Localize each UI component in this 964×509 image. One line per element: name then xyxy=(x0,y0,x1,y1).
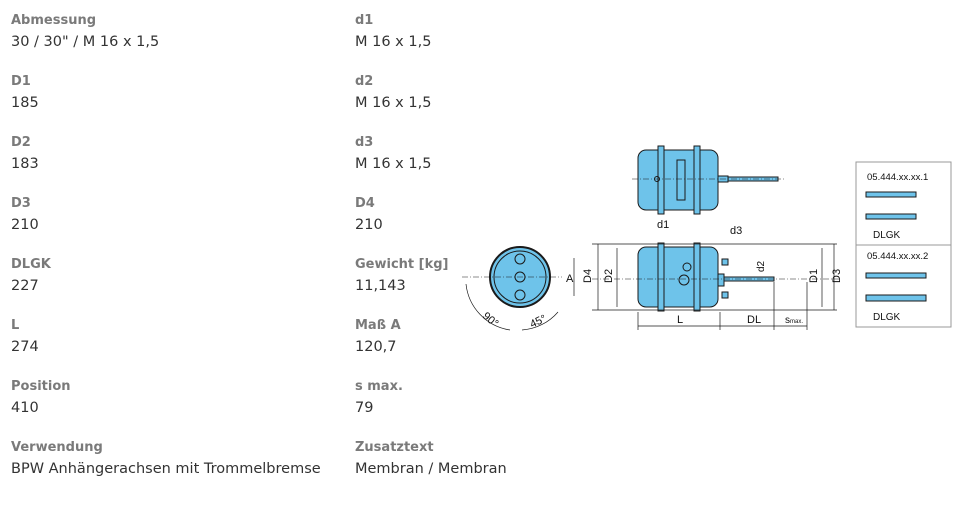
spec-position: Position 410 xyxy=(11,378,321,439)
dim-label-d2: D2 xyxy=(603,269,615,283)
spec-label: D3 xyxy=(11,196,31,211)
variant-1-label: 05.444.xx.xx.1 xyxy=(867,172,928,183)
spec-label: Abmessung xyxy=(11,13,97,28)
spec-s-max: s max. 79 xyxy=(355,378,507,439)
angle-label-45: 45° xyxy=(528,313,548,331)
spec-label: D2 xyxy=(11,135,31,150)
spec-value: 210 xyxy=(355,217,383,233)
end-view: A 90° 45° xyxy=(462,246,575,331)
dlgk-label-1: DLGK xyxy=(873,230,901,241)
spec-label: Verwendung xyxy=(11,440,103,455)
dim-label-d3-small: d3 xyxy=(730,225,742,237)
spec-value: 410 xyxy=(11,400,39,416)
spec-value: Membran / Membran xyxy=(355,461,507,477)
dim-label-l: L xyxy=(677,314,683,326)
variant-2-label: 05.444.xx.xx.2 xyxy=(867,251,928,262)
spec-value: M 16 x 1,5 xyxy=(355,34,432,50)
spec-value: 79 xyxy=(355,400,374,416)
spec-value: 183 xyxy=(11,156,39,172)
spec-label: L xyxy=(11,318,20,333)
brake-cylinder-diagram: A 90° 45° D4 D2 D1 D3 d2 d1 d3 L DL smax… xyxy=(462,145,952,331)
spec-d3-thread: d3 M 16 x 1,5 xyxy=(355,134,507,195)
top-view xyxy=(632,145,784,215)
spec-value: 30 / 30" / M 16 x 1,5 xyxy=(11,34,160,50)
spec-d1-thread: d1 M 16 x 1,5 xyxy=(355,12,507,73)
dlgk-label-2: DLGK xyxy=(873,312,901,323)
dim-label-smax: smax. xyxy=(785,315,803,326)
angle-label-90: 90° xyxy=(480,310,500,330)
spec-gewicht: Gewicht [kg] 11,143 xyxy=(355,256,507,317)
spec-label: Gewicht [kg] xyxy=(355,257,449,272)
spec-dlgk: DLGK 227 xyxy=(11,256,321,317)
spec-label: DLGK xyxy=(11,257,51,272)
spec-d2-thread: d2 M 16 x 1,5 xyxy=(355,73,507,134)
spec-value: BPW Anhängerachsen mit Trommelbremse xyxy=(11,461,321,477)
dim-label-d4: D4 xyxy=(582,269,594,283)
spec-mass-a: Maß A 120,7 xyxy=(355,317,507,378)
specs-right-column: d1 M 16 x 1,5 d2 M 16 x 1,5 d3 M 16 x 1,5 D… xyxy=(355,12,507,500)
spec-label: Zusatztext xyxy=(355,440,434,455)
spec-value: 210 xyxy=(11,217,39,233)
spec-label: d3 xyxy=(355,135,374,150)
dim-label-d3: D3 xyxy=(831,269,843,283)
dim-label-d1-small: d1 xyxy=(657,219,669,231)
spec-label: D1 xyxy=(11,74,31,89)
spec-l: L 274 xyxy=(11,317,321,378)
spec-label: D4 xyxy=(355,196,375,211)
dim-label-d1: D1 xyxy=(808,269,820,283)
spec-abmessung: Abmessung 30 / 30" / M 16 x 1,5 xyxy=(11,12,321,73)
spec-value: 120,7 xyxy=(355,339,397,355)
spec-label: Position xyxy=(11,379,71,394)
dim-label-a: A xyxy=(566,273,574,285)
spec-value: 185 xyxy=(11,95,39,111)
spec-label: d2 xyxy=(355,74,374,89)
spec-value: 274 xyxy=(11,339,39,355)
spec-value: M 16 x 1,5 xyxy=(355,95,432,111)
spec-label: s max. xyxy=(355,379,403,394)
spec-value: 227 xyxy=(11,278,39,294)
spec-label: Maß A xyxy=(355,318,401,333)
spec-value: 11,143 xyxy=(355,278,406,294)
side-view: D4 D2 D1 D3 d2 d1 d3 L DL smax. xyxy=(582,219,843,330)
dim-label-dl: DL xyxy=(747,314,761,326)
spec-label: d1 xyxy=(355,13,374,28)
variants-box: 05.444.xx.xx.1 DLGK 05.444.xx.xx.2 DLGK xyxy=(855,161,952,328)
spec-value: M 16 x 1,5 xyxy=(355,156,432,172)
dim-label-d2-small: d2 xyxy=(756,260,767,272)
